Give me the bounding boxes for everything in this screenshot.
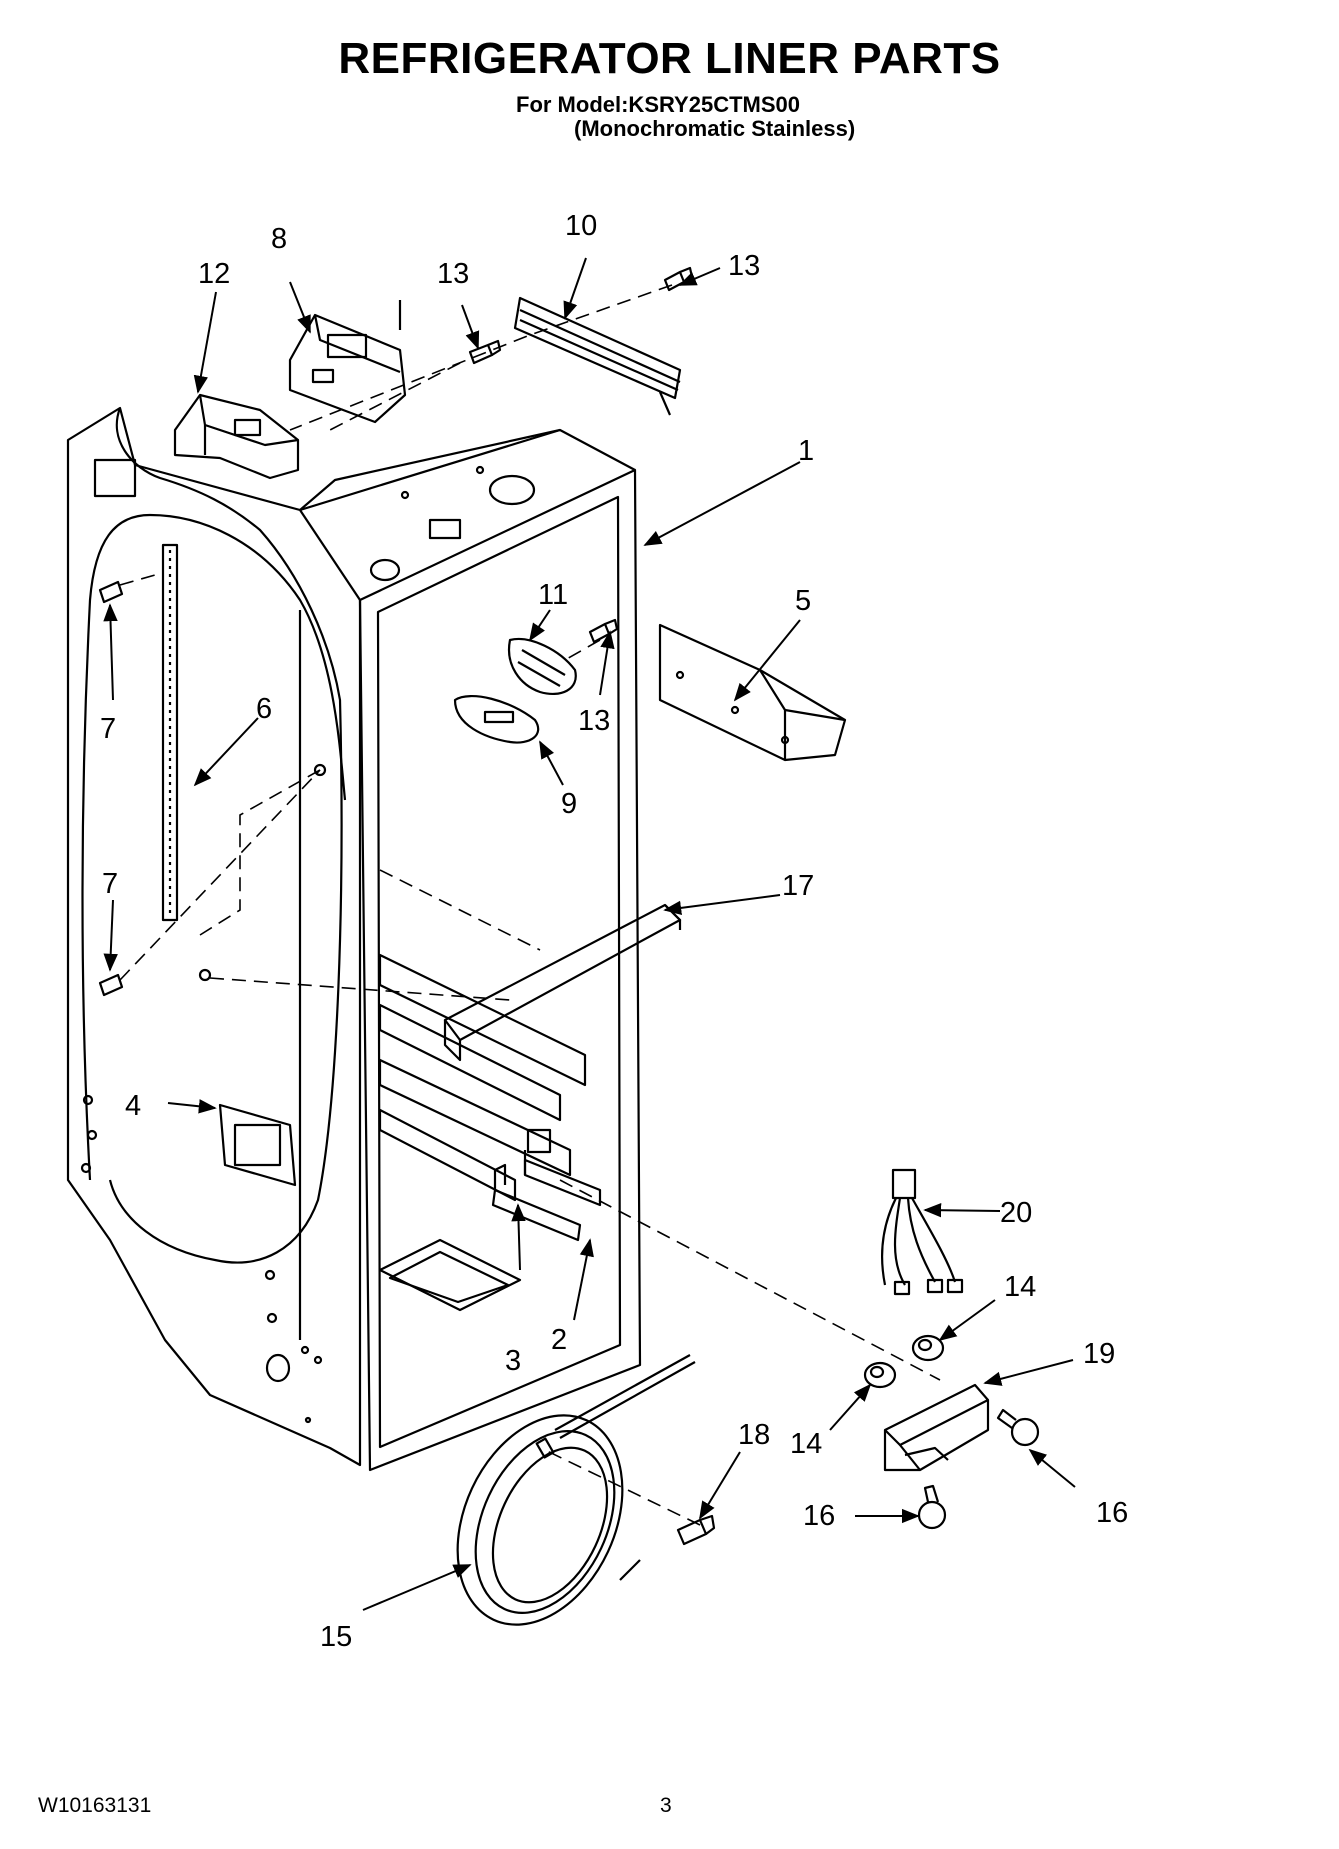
finish-line: (Monochromatic Stainless)	[574, 116, 856, 141]
part-14-grommet-upper	[911, 1334, 945, 1362]
mount-hole-upper	[313, 763, 327, 777]
callout-3: 3	[505, 1345, 521, 1377]
callout-6: 6	[256, 693, 272, 725]
callout-13-upper-right: 13	[728, 250, 760, 282]
part-15-tubing-coil	[456, 1354, 696, 1626]
callout-14-upper: 14	[1004, 1271, 1036, 1303]
page-number: 3	[660, 1794, 672, 1817]
part-11-mount-plate	[507, 637, 577, 696]
part-16-bulb-left	[917, 1484, 947, 1530]
part-12-control-housing	[173, 393, 300, 480]
mount-hole-lower	[198, 968, 212, 982]
part-14-grommet-lower	[863, 1361, 897, 1389]
part-17-shelf-rail	[443, 903, 682, 1062]
callout-16-left: 16	[803, 1500, 835, 1532]
part-10-trim-strip	[513, 296, 682, 416]
callout-7-lower: 7	[102, 868, 118, 900]
callout-1: 1	[798, 435, 814, 467]
callout-labels: 1 8 12 13 10 13 11 13 9 5 6 7 7 17 4 20 …	[100, 210, 1128, 1653]
page-title: REFRIGERATOR LINER PARTS	[338, 34, 1001, 83]
part-5-channel	[658, 623, 847, 762]
callout-10: 10	[565, 210, 597, 242]
part-4-bracket	[218, 1103, 297, 1187]
model-line: For Model:KSRY25CTMS00	[516, 92, 801, 117]
assembly-guide-lines	[119, 284, 941, 1526]
screw-7-lower	[98, 973, 124, 997]
callout-9: 9	[561, 788, 577, 820]
part-20-wire-harness	[881, 1168, 964, 1296]
callout-5: 5	[795, 585, 811, 617]
document-number: W10163131	[38, 1794, 152, 1817]
leader-arrows	[103, 257, 1076, 1611]
callout-13-middle: 13	[578, 705, 610, 737]
callout-19: 19	[1083, 1338, 1115, 1370]
screw-13-upper-left	[468, 339, 502, 365]
part-18-screw	[676, 1514, 716, 1546]
part-16-bulb-right	[996, 1408, 1040, 1447]
callout-18: 18	[738, 1419, 770, 1451]
part-19-light-housing	[883, 1383, 990, 1472]
cabinet-liner	[66, 406, 642, 1472]
callout-14-lower: 14	[790, 1428, 822, 1460]
callout-11: 11	[538, 579, 568, 611]
callout-17: 17	[782, 870, 814, 902]
callout-20: 20	[1000, 1197, 1032, 1229]
callout-12: 12	[198, 258, 230, 290]
callout-2: 2	[551, 1324, 567, 1356]
screw-7-upper	[98, 580, 124, 604]
callout-15: 15	[320, 1621, 352, 1653]
callout-7-upper: 7	[100, 713, 116, 745]
callout-8: 8	[271, 223, 287, 255]
screw-13-middle	[588, 618, 619, 644]
part-9-cover	[453, 695, 540, 744]
callout-13-upper-left: 13	[437, 258, 469, 290]
part-8-bracket	[288, 300, 407, 424]
callout-4: 4	[125, 1090, 141, 1122]
callout-16-right: 16	[1096, 1497, 1128, 1529]
part-3-bracket	[491, 1163, 582, 1242]
part-2-bracket	[523, 1128, 602, 1207]
